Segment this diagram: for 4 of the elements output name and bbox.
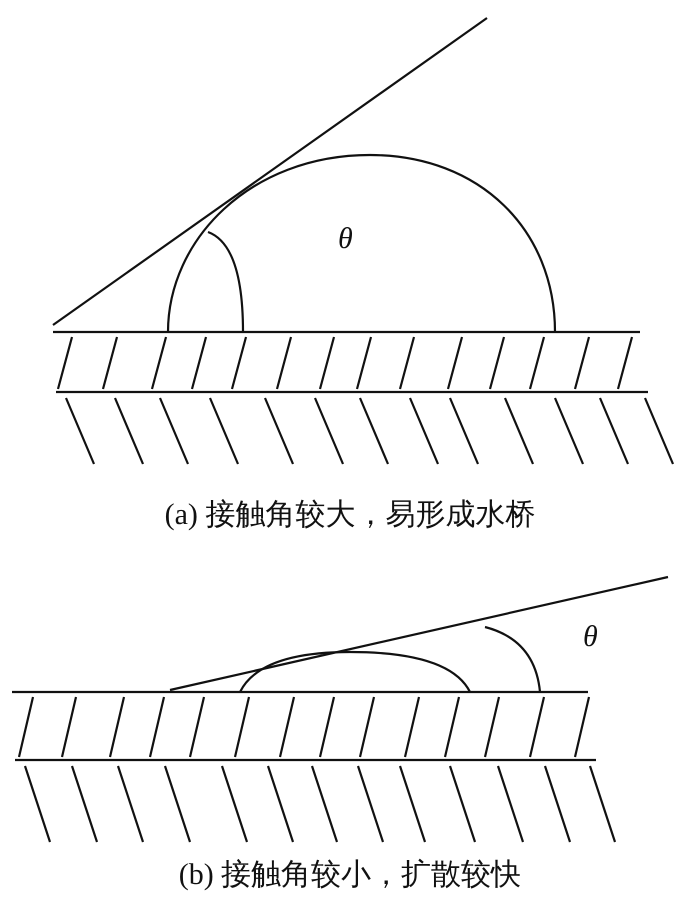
figure-caption: (b) 接触角较小，扩散较快 [178, 860, 522, 890]
angle-symbol: θ [338, 224, 353, 254]
angle-symbol: θ [583, 622, 598, 652]
figure-caption: (a) 接触角较大，易形成水桥 [164, 500, 536, 530]
